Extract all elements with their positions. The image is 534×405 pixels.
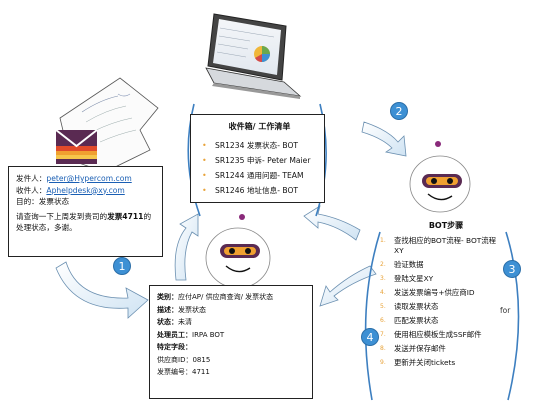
bot-step-text: 验证数据	[394, 260, 424, 269]
email-from-label: 发件人：	[16, 174, 47, 183]
step-badge-4: 4	[361, 328, 379, 346]
ticket-status-value: 未清	[178, 318, 192, 326]
bot-step: 6. 匹配发票状态	[380, 316, 500, 326]
email-body-pre: 请查询一下上周发到贵司的	[16, 211, 108, 221]
bot-step: 5. 读取发票状态	[380, 302, 500, 312]
bot-step: 9. 更新并关闭tickets	[380, 358, 500, 368]
bot-step-number: 9.	[380, 359, 386, 366]
step-badge-2: 2	[390, 102, 408, 120]
ticket-desc-value: 发票状态	[178, 305, 206, 314]
bot-step-number: 1.	[380, 237, 386, 244]
bot-bracket-curves	[364, 231, 520, 401]
inbox-box: 收件箱/ 工作清单 SR1234 发票状态- BOT SR1235 申诉- Pe…	[190, 114, 325, 203]
ticket-box: 类别：应付AP/ 供应商查询/ 发票状态 描述：发票状态 状态：未清 处理员工：…	[149, 285, 313, 399]
email-subject-row: 目的：发票状态	[16, 196, 155, 208]
bot-steps-title: BOT步骤	[428, 221, 464, 230]
bot-step: 4. 发送发票编号+供应商ID	[380, 288, 500, 298]
step-badge-1: 1	[113, 257, 131, 275]
laptop-icon	[205, 13, 302, 99]
ticket-handler-value: IRPA BOT	[192, 330, 225, 339]
bot-step: 2. 验证数据	[380, 260, 500, 270]
bot-step-number: 4.	[380, 289, 386, 296]
bot-step-text: 读取发票状态	[394, 302, 439, 311]
bot-step-number: 3.	[380, 275, 386, 282]
inbox-item[interactable]: SR1235 申诉- Peter Maier	[201, 153, 318, 168]
step-badge-3: 3	[503, 260, 521, 278]
inbox-list: SR1234 发票状态- BOT SR1235 申诉- Peter Maier …	[201, 138, 318, 198]
bot-step-text: 更新并关闭tickets	[394, 358, 456, 367]
email-from-row: 发件人：peter@Hypercom.com	[16, 173, 155, 185]
bot-step-text: 发送并保存邮件	[394, 344, 446, 353]
inbox-item[interactable]: SR1246 地址信息- BOT	[201, 183, 318, 198]
email-message: 请查询一下上周发到贵司的发票4711的处理状态，多谢。	[16, 211, 155, 233]
ticket-vendor-value: 0815	[192, 355, 211, 364]
ticket-desc-row: 描述：发票状态	[157, 304, 305, 317]
bot-step: 3. 登陆文星XY	[380, 274, 500, 284]
bot-steps: BOT步骤 1. 查找相应的BOT流程- BOT流程XY 2. 验证数据 3. 登陆文…	[380, 220, 500, 372]
ticket-category-label: 类别：	[157, 293, 178, 301]
ticket-status-label: 状态：	[157, 318, 178, 326]
pink-dot-icon-2	[435, 141, 441, 147]
ticket-fields-row: 特定字段：	[157, 341, 305, 354]
ticket-category-value: 应付AP/ 供应商查询/ 发票状态	[178, 293, 274, 301]
bot-face-icon-2	[409, 155, 471, 213]
inbox-item[interactable]: SR1244 通用问题- TEAM	[201, 168, 318, 183]
bot-step-text: 发送发票编号+供应商ID	[394, 288, 475, 297]
email-to-label: 收件人：	[16, 185, 47, 195]
email-envelope-icon	[55, 129, 98, 164]
ticket-fields-label: 特定字段：	[157, 343, 192, 351]
email-body-post: 的处理状态，多谢。	[16, 211, 152, 232]
ticket-status-row: 状态：未清	[157, 316, 305, 329]
email-subject-label: 目的：	[16, 197, 39, 206]
email-box: 发件人：peter@Hypercom.com 收件人：Aphelpdesk@xy…	[8, 166, 163, 257]
bot-step: 7. 使用相应模板生成SSF邮件	[380, 330, 500, 340]
ticket-invoice-row: 发票编号：4711	[157, 366, 305, 379]
email-body-bold: 发票4711	[107, 211, 144, 221]
ticket-handler-row: 处理员工：IRPA BOT	[157, 329, 305, 342]
email-to-row: 收件人：Aphelpdesk@xy.com	[16, 185, 155, 197]
ticket-vendor-row: 供应商ID：0815	[157, 354, 305, 367]
inbox-title: 收件箱/ 工作清单	[228, 122, 291, 131]
inbox-item[interactable]: SR1234 发票状态- BOT	[201, 138, 318, 153]
email-subject-value: 发票状态	[38, 197, 70, 206]
bot-step-number: 7.	[380, 331, 386, 338]
ticket-vendor-label: 供应商ID：	[157, 355, 193, 364]
flow-arrow-icon	[55, 121, 407, 319]
bot-face-icon	[205, 227, 271, 289]
ticket-desc-label: 描述：	[157, 305, 178, 314]
bot-step-number: 6.	[380, 317, 386, 324]
pink-dot-icon	[239, 214, 245, 220]
ticket-invoice-value: 4711	[192, 368, 210, 376]
ticket-category-row: 类别：应付AP/ 供应商查询/ 发票状态	[157, 291, 305, 304]
bot-step: 1. 查找相应的BOT流程- BOT流程XY	[380, 236, 500, 256]
bot-step-number: 5.	[380, 303, 386, 310]
bot-step-number: 2.	[380, 261, 386, 268]
bot-step: 8. 发送并保存邮件	[380, 344, 500, 354]
bot-step-text: 登陆文星XY	[394, 274, 434, 283]
ticket-invoice-label: 发票编号：	[157, 368, 192, 376]
email-from-link[interactable]: peter@Hypercom.com	[46, 174, 132, 183]
bot-step-text: 匹配发票状态	[394, 316, 439, 325]
bot-steps-list: 1. 查找相应的BOT流程- BOT流程XY 2. 验证数据 3. 登陆文星XY 4.…	[380, 236, 500, 368]
for-label: for	[500, 306, 511, 315]
bot-step-text: 查找相应的BOT流程- BOT流程XY	[394, 236, 497, 255]
bot-step-number: 8.	[380, 345, 386, 352]
bot-step-text: 使用相应模板生成SSF邮件	[394, 330, 482, 339]
ticket-handler-label: 处理员工：	[157, 330, 192, 339]
email-to-link[interactable]: Aphelpdesk@xy.com	[46, 185, 125, 195]
